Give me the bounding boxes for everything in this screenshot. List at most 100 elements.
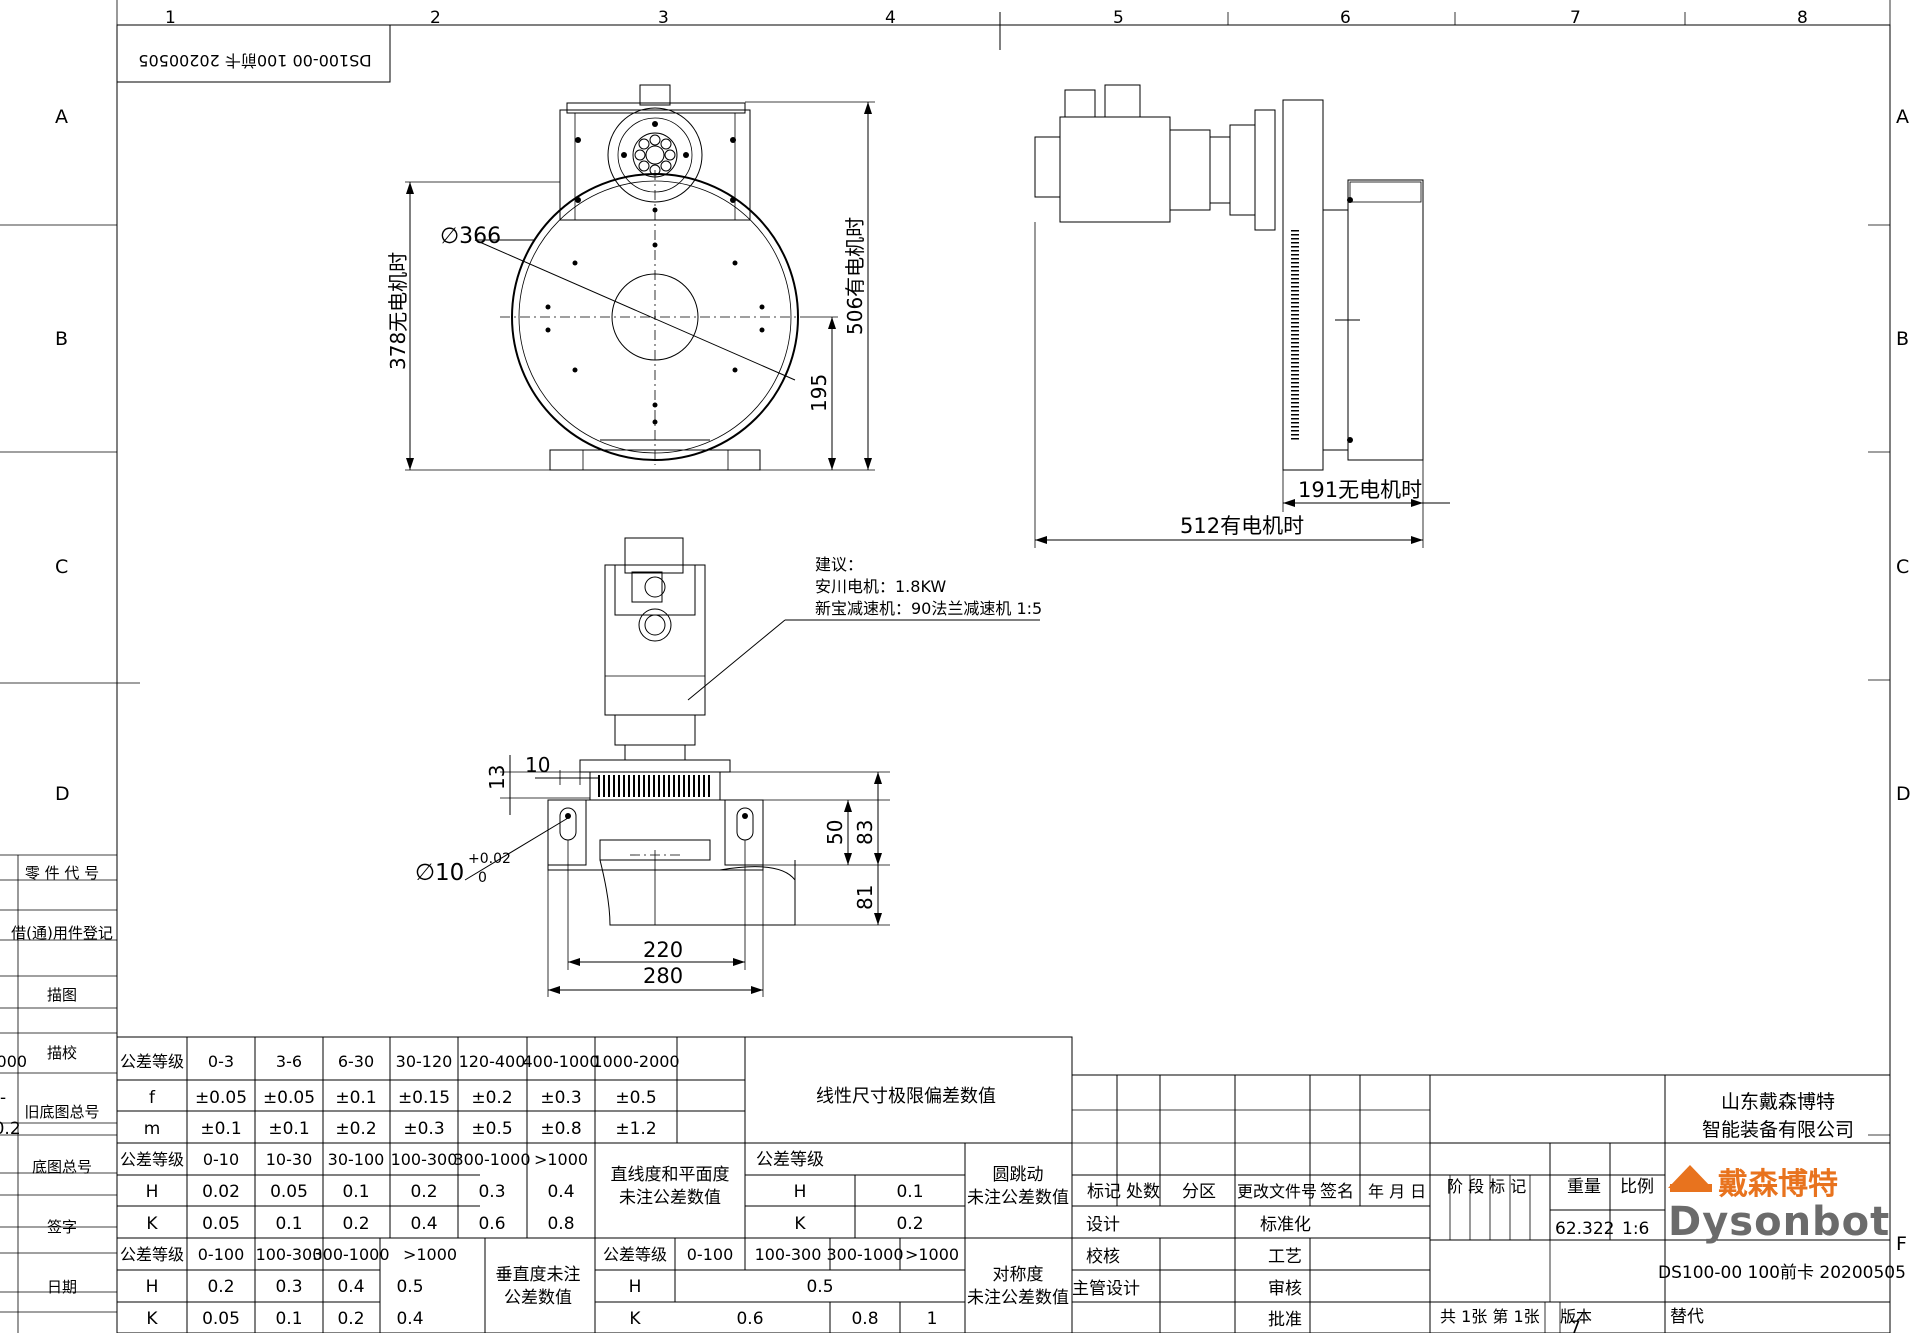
straight-header-cell: 公差等级 bbox=[120, 1150, 184, 1169]
sym-cell: 1 bbox=[927, 1309, 938, 1329]
straight-header-cell: 0-10 bbox=[203, 1150, 239, 1169]
svg-text:2: 2 bbox=[430, 8, 441, 28]
linear-cell: ±0.2 bbox=[335, 1119, 376, 1139]
side-view: 191无电机时 512有电机时 bbox=[1034, 84, 1450, 548]
dim-191-label: 191无电机时 bbox=[1298, 478, 1422, 502]
sym-cell: 0.8 bbox=[851, 1309, 878, 1329]
straight-header-cell: 300-1000 bbox=[453, 1150, 530, 1169]
runout-caption: 圆跳动 bbox=[993, 1165, 1044, 1185]
sym-cell: 0.6 bbox=[736, 1309, 763, 1329]
runout-caption: 未注公差数值 bbox=[967, 1188, 1069, 1208]
linear-cell: ±0.1 bbox=[200, 1119, 241, 1139]
straight-header-cell: 30-100 bbox=[328, 1150, 385, 1169]
dim-512-label: 512有电机时 bbox=[1180, 514, 1304, 538]
straight-cell: 0.3 bbox=[478, 1182, 505, 1202]
linear-cell: f bbox=[149, 1088, 156, 1108]
linear-cell: ±0.2 bbox=[0, 1119, 21, 1139]
linear-caption: 线性尺寸极限偏差数值 bbox=[816, 1086, 996, 1107]
straight-cell: 0.8 bbox=[547, 1214, 574, 1234]
runout-cell: 0.1 bbox=[896, 1182, 923, 1202]
runout-header-cell: 公差等级 bbox=[756, 1150, 824, 1170]
logo-en-text: Dysonbot bbox=[1668, 1199, 1890, 1245]
svg-text:3: 3 bbox=[658, 8, 669, 28]
linear-header-cell: 30-120 bbox=[396, 1052, 453, 1071]
svg-text:A: A bbox=[1896, 106, 1909, 128]
straight-cell: K bbox=[146, 1214, 158, 1234]
svg-text:5: 5 bbox=[1113, 8, 1124, 28]
straight-header-cell: >1000 bbox=[534, 1150, 588, 1169]
dysonbot-logo: 戴森博特 Dysonbot bbox=[1668, 1165, 1890, 1245]
runout-cell: K bbox=[794, 1214, 806, 1234]
drawing-number: DS100-00 100前卡 20200505 bbox=[1658, 1263, 1906, 1283]
perp-cell: K bbox=[146, 1309, 158, 1329]
sym-cell: 0.5 bbox=[806, 1277, 833, 1297]
svg-text:共 1张 第 1张: 共 1张 第 1张 bbox=[1440, 1307, 1540, 1326]
note-line-2: 安川电机：1.8KW bbox=[815, 577, 946, 596]
svg-text:更改文件号: 更改文件号 bbox=[1237, 1182, 1317, 1201]
dim-83-label: 83 bbox=[853, 820, 877, 845]
drawing-id-box bbox=[116, 24, 391, 83]
straight-caption: 未注公差数值 bbox=[619, 1188, 721, 1208]
linear-header-cell: 6-30 bbox=[338, 1052, 374, 1071]
perp-cell: 0.3 bbox=[275, 1277, 302, 1297]
linear-header-cell: 1000-2000 bbox=[592, 1052, 679, 1071]
perp-header-cell: 0-100 bbox=[198, 1245, 245, 1264]
linear-cell: ±1.2 bbox=[615, 1119, 656, 1139]
hole-tol-lower: 0 bbox=[478, 870, 487, 886]
svg-text:批准: 批准 bbox=[1268, 1310, 1302, 1330]
linear-cell: ±0.05 bbox=[263, 1088, 315, 1108]
linear-cell: ±0.05 bbox=[195, 1088, 247, 1108]
linear-header-cell: >2000 bbox=[0, 1052, 27, 1071]
perp-caption: 公差数值 bbox=[504, 1288, 572, 1308]
straight-caption: 直线度和平面度 bbox=[611, 1165, 730, 1185]
drawing-id-text: DS100-00 100前卡 20200505 bbox=[138, 51, 371, 70]
straight-cell: 0.6 bbox=[478, 1214, 505, 1234]
note-line-1: 建议： bbox=[815, 555, 863, 574]
linear-header-cell: 120-400 bbox=[459, 1052, 526, 1071]
svg-text:C: C bbox=[1896, 556, 1909, 578]
svg-text:日期: 日期 bbox=[47, 1278, 77, 1296]
perp-cell: 0.4 bbox=[337, 1277, 364, 1297]
sym-caption: 未注公差数值 bbox=[967, 1288, 1069, 1308]
svg-text:底图总号: 底图总号 bbox=[32, 1158, 92, 1176]
linear-cell: ±0.1 bbox=[268, 1119, 309, 1139]
tolerance-table bbox=[116, 1036, 1073, 1333]
hole-10-label: ∅10 bbox=[415, 860, 464, 886]
svg-text:审核: 审核 bbox=[1268, 1279, 1302, 1299]
svg-text:签字: 签字 bbox=[47, 1218, 77, 1236]
svg-text:借(通)用件登记: 借(通)用件登记 bbox=[11, 924, 113, 942]
perp-cell: 0.5 bbox=[396, 1277, 423, 1297]
dim-10-label: 10 bbox=[525, 753, 550, 777]
dim-220-label: 220 bbox=[643, 938, 683, 962]
linear-header-cell: 公差等级 bbox=[120, 1052, 184, 1071]
linear-cell: ±0.5 bbox=[471, 1119, 512, 1139]
straight-cell: 0.4 bbox=[547, 1182, 574, 1202]
perp-cell: 0.05 bbox=[202, 1309, 240, 1329]
svg-text:7: 7 bbox=[1570, 1318, 1581, 1333]
svg-text:描图: 描图 bbox=[47, 986, 77, 1004]
svg-text:8: 8 bbox=[1797, 8, 1808, 28]
perp-header-cell: 公差等级 bbox=[120, 1245, 184, 1264]
dim-195-label: 195 bbox=[807, 374, 831, 412]
svg-text:B: B bbox=[55, 328, 68, 350]
linear-header-cell: 3-6 bbox=[276, 1052, 302, 1071]
runout-cell: H bbox=[794, 1182, 807, 1202]
company-name-2: 智能装备有限公司 bbox=[1702, 1119, 1854, 1141]
straight-cell: 0.05 bbox=[270, 1182, 308, 1202]
left-zone-letters: A B C D bbox=[55, 106, 70, 805]
diameter-366-label: ∅366 bbox=[440, 224, 501, 249]
svg-text:D: D bbox=[55, 783, 70, 805]
svg-text:旧底图总号: 旧底图总号 bbox=[24, 1103, 99, 1121]
dim-280-label: 280 bbox=[643, 964, 683, 988]
sym-header-cell: 300-1000 bbox=[826, 1245, 903, 1264]
perp-cell: H bbox=[146, 1277, 159, 1297]
sym-cell: K bbox=[629, 1309, 641, 1329]
svg-text:A: A bbox=[55, 106, 68, 128]
straight-cell: 0.2 bbox=[342, 1214, 369, 1234]
svg-text:阶 段 标 记: 阶 段 标 记 bbox=[1447, 1177, 1526, 1196]
perp-header-cell: 300-1000 bbox=[312, 1245, 389, 1264]
drawing-border bbox=[116, 24, 1891, 1333]
straight-cell: 0.2 bbox=[410, 1182, 437, 1202]
title-block-text: 标记 处数 分区 更改文件号 签名 年 月 日 设计 校核 主管设计 标准化 工… bbox=[1072, 1091, 1906, 1330]
